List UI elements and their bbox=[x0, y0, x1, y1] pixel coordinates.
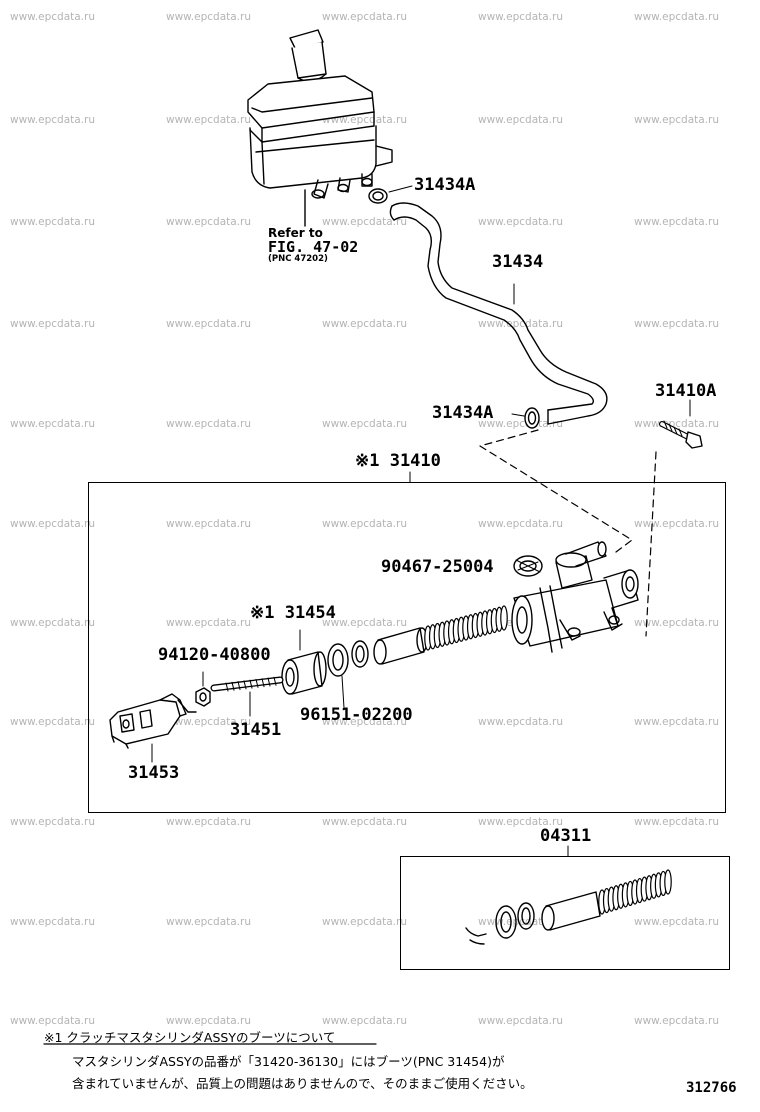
snap-ring bbox=[327, 640, 369, 709]
watermark-text: www.epcdata.ru bbox=[478, 418, 563, 430]
label-31454: ※1 31454 bbox=[250, 603, 336, 623]
boot bbox=[281, 629, 327, 695]
watermark-text: www.epcdata.ru bbox=[322, 816, 407, 828]
watermark-text: www.epcdata.ru bbox=[634, 216, 719, 228]
label-94120-40800: 94120-40800 bbox=[158, 645, 271, 665]
watermark-text: www.epcdata.ru bbox=[322, 216, 407, 228]
watermark-text: www.epcdata.ru bbox=[166, 816, 251, 828]
refer-to-label: Refer to FIG. 47-02 (PNC 47202) bbox=[268, 227, 358, 264]
label-31434: 31434 bbox=[492, 252, 544, 272]
piston-spring bbox=[373, 605, 508, 665]
watermark-text: www.epcdata.ru bbox=[166, 114, 251, 126]
refer-line-1: Refer to bbox=[268, 226, 323, 240]
watermark-text: www.epcdata.ru bbox=[10, 916, 95, 928]
watermark-text: www.epcdata.ru bbox=[166, 716, 251, 728]
watermark-text: www.epcdata.ru bbox=[166, 11, 251, 23]
watermark-text: www.epcdata.ru bbox=[10, 318, 95, 330]
watermark-text: www.epcdata.ru bbox=[478, 216, 563, 228]
watermark-text: www.epcdata.ru bbox=[10, 617, 95, 629]
refer-line-3: (PNC 47202) bbox=[268, 254, 328, 265]
hose-clamp-mid bbox=[511, 407, 540, 429]
label-31451: 31451 bbox=[230, 720, 282, 740]
hose-clamp-top bbox=[368, 185, 413, 204]
watermark-text: www.epcdata.ru bbox=[634, 916, 719, 928]
watermark-text: www.epcdata.ru bbox=[166, 216, 251, 228]
watermark-text: www.epcdata.ru bbox=[322, 617, 407, 629]
watermark-text: www.epcdata.ru bbox=[634, 318, 719, 330]
watermark-text: www.epcdata.ru bbox=[478, 816, 563, 828]
watermark-text: www.epcdata.ru bbox=[10, 716, 95, 728]
watermark-text: www.epcdata.ru bbox=[322, 1015, 407, 1027]
assembly-frame bbox=[88, 482, 726, 813]
watermark-text: www.epcdata.ru bbox=[166, 318, 251, 330]
mounting-bolt bbox=[659, 399, 703, 449]
master-cylinder-body bbox=[511, 541, 639, 653]
watermark-text: www.epcdata.ru bbox=[322, 11, 407, 23]
repair-kit-parts bbox=[465, 869, 672, 945]
label-31434A-mid: 31434A bbox=[432, 403, 494, 423]
watermark-text: www.epcdata.ru bbox=[166, 1015, 251, 1027]
clevis bbox=[109, 693, 197, 763]
watermark-text: www.epcdata.ru bbox=[322, 916, 407, 928]
watermark-text: www.epcdata.ru bbox=[322, 518, 407, 530]
watermark-text: www.epcdata.ru bbox=[10, 114, 95, 126]
label-04311: 04311 bbox=[540, 826, 592, 846]
watermark-text: www.epcdata.ru bbox=[322, 418, 407, 430]
push-rod bbox=[210, 676, 284, 717]
watermark-text: www.epcdata.ru bbox=[634, 716, 719, 728]
watermark-text: www.epcdata.ru bbox=[10, 1015, 95, 1027]
watermark-text: www.epcdata.ru bbox=[634, 617, 719, 629]
label-90467-25004: 90467-25004 bbox=[381, 557, 494, 577]
watermark-text: www.epcdata.ru bbox=[10, 816, 95, 828]
label-31434A-top: 31434A bbox=[414, 175, 476, 195]
figure-number: 312766 bbox=[686, 1080, 737, 1096]
watermark-text: www.epcdata.ru bbox=[478, 518, 563, 530]
watermark-text: www.epcdata.ru bbox=[322, 716, 407, 728]
watermark-text: www.epcdata.ru bbox=[634, 816, 719, 828]
watermark-text: www.epcdata.ru bbox=[10, 518, 95, 530]
watermark-text: www.epcdata.ru bbox=[10, 216, 95, 228]
watermark-text: www.epcdata.ru bbox=[322, 318, 407, 330]
watermark-text: www.epcdata.ru bbox=[634, 518, 719, 530]
label-96151-02200: 96151-02200 bbox=[300, 705, 413, 725]
watermark-text: www.epcdata.ru bbox=[10, 11, 95, 23]
label-31410A: 31410A bbox=[655, 381, 717, 401]
watermark-text: www.epcdata.ru bbox=[634, 418, 719, 430]
union-clip bbox=[513, 555, 543, 577]
watermark-text: www.epcdata.ru bbox=[166, 916, 251, 928]
watermark-text: www.epcdata.ru bbox=[10, 418, 95, 430]
watermark-text: www.epcdata.ru bbox=[166, 617, 251, 629]
note-line-1: マスタシリンダASSYの品番が「31420-36130」にはブーツ(PNC 31… bbox=[72, 1054, 505, 1069]
reservoir-tank bbox=[247, 29, 393, 227]
watermark-text: www.epcdata.ru bbox=[478, 716, 563, 728]
watermark-text: www.epcdata.ru bbox=[634, 114, 719, 126]
lock-nut bbox=[195, 671, 211, 707]
watermark-text: www.epcdata.ru bbox=[166, 418, 251, 430]
note-line-2: 含まれていませんが、品質上の問題はありませんので、そのままご使用ください。 bbox=[72, 1076, 533, 1091]
label-31453: 31453 bbox=[128, 763, 180, 783]
watermark-text: www.epcdata.ru bbox=[634, 1015, 719, 1027]
watermark-text: www.epcdata.ru bbox=[478, 11, 563, 23]
refer-line-2: FIG. 47-02 bbox=[268, 237, 359, 256]
watermark-text: www.epcdata.ru bbox=[634, 11, 719, 23]
repair-kit-frame bbox=[400, 856, 730, 970]
reservoir-hose bbox=[389, 202, 608, 425]
watermark-text: www.epcdata.ru bbox=[478, 1015, 563, 1027]
watermark-text: www.epcdata.ru bbox=[478, 318, 563, 330]
watermark-text: www.epcdata.ru bbox=[478, 114, 563, 126]
watermark-text: www.epcdata.ru bbox=[166, 518, 251, 530]
note-title: ※1 クラッチマスタシリンダASSYのブーツについて bbox=[44, 1030, 336, 1045]
label-31410: ※1 31410 bbox=[355, 451, 441, 471]
